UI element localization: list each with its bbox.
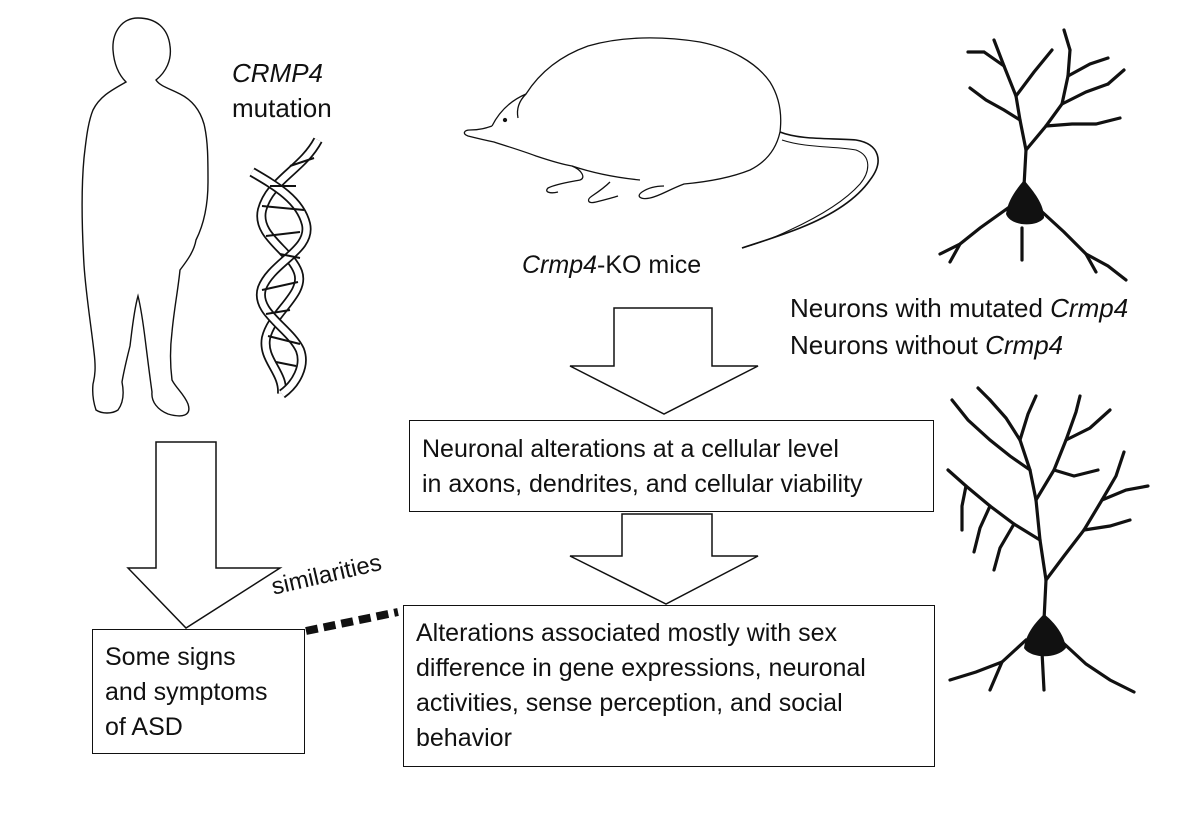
sex-line-3: activities, sense perception, and social [416,689,843,717]
dna-helix-icon [249,137,323,399]
arrow-child-to-asd [126,441,283,629]
neuron-label-mutated: Neurons with mutated Crmp4 [790,293,1129,323]
arrow-cellular-to-sex [569,513,759,605]
mice-gene-name: Crmp4 [522,251,598,279]
cellular-line-2: in axons, dendrites, and cellular viabil… [422,470,863,498]
sex-line-4: behavior [416,724,512,752]
neuron-labels: Neurons with mutated Crmp4 Neurons witho… [790,290,1128,364]
mice-label: Crmp4-KO mice [522,248,701,283]
cellular-alterations-box: Neuronal alterations at a cellular level… [409,420,934,512]
rat-outline-icon [463,37,879,249]
mice-label-text: -KO mice [597,251,702,279]
neuron-mutated-icon [938,28,1128,282]
neuron-without-soma-icon [1024,614,1066,657]
cellular-line-1: Neuronal alterations at a cellular level [422,435,839,463]
asd-line-1: Some signs [105,643,236,671]
gene-mutation-label: CRMP4 mutation [232,56,332,126]
sex-line-1: Alterations associated mostly with sex [416,619,838,647]
neuron-label-without: Neurons without Crmp4 [790,330,1064,360]
asd-line-3: of ASD [105,713,183,741]
child-silhouette-icon [81,17,209,417]
asd-line-2: and symptoms [105,678,268,706]
neuron-without-icon [946,386,1150,694]
asd-signs-box: Some signs and symptoms of ASD [92,629,305,754]
neuron-mutated-soma-icon [1006,180,1044,225]
sex-difference-box: Alterations associated mostly with sex d… [403,605,935,767]
similarities-connector [305,608,399,635]
arrow-mice-to-cellular [569,307,759,415]
gene-mutation-text: mutation [232,93,332,123]
gene-name: CRMP4 [232,58,324,88]
sex-line-2: difference in gene expressions, neuronal [416,654,866,682]
